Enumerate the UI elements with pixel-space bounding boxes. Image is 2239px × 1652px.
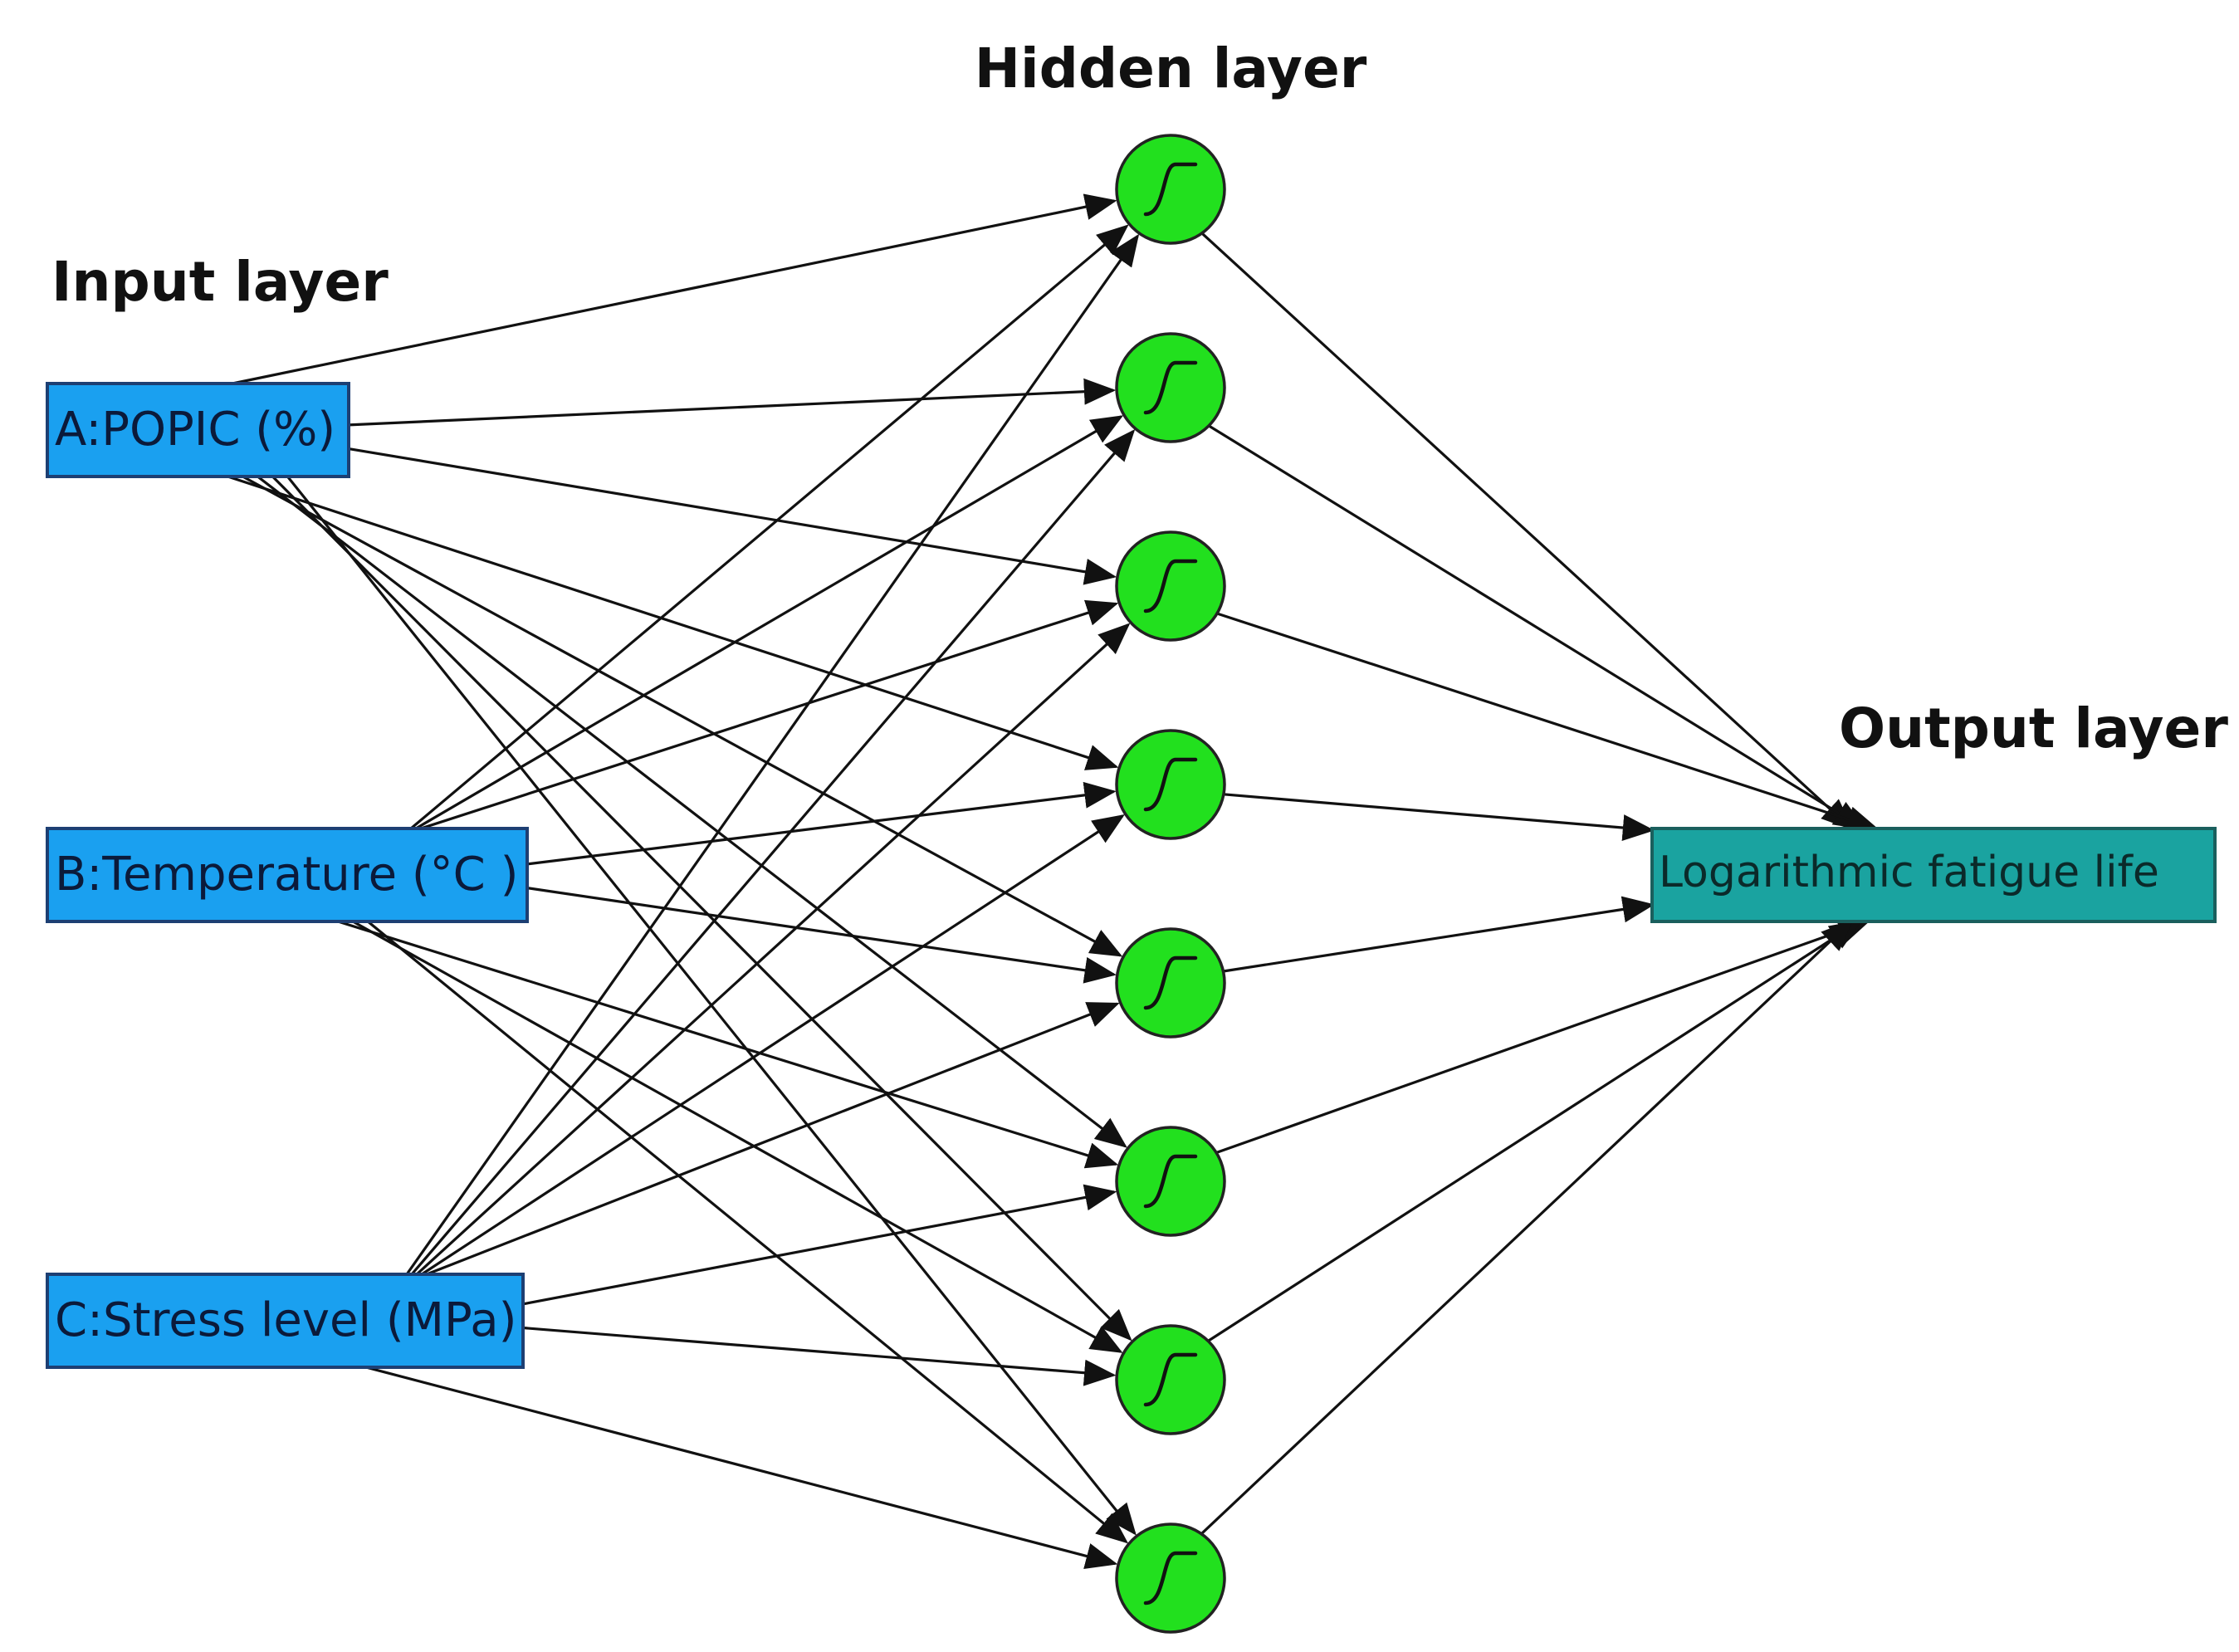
output-node: Logarithmic fatigue life [1650, 827, 2217, 923]
sigmoid-icon [1143, 162, 1198, 217]
hidden-neuron-2 [1115, 332, 1226, 443]
edge-hidden-3-to-output [1216, 612, 1880, 833]
edge-hidden-8-to-output [1200, 919, 1854, 1535]
edge-input-c-to-hidden-3 [415, 623, 1131, 1276]
edge-input-a-to-hidden-4 [227, 475, 1119, 770]
edge-hidden-5-to-output [1223, 896, 1655, 973]
edge-input-a-to-hidden-3 [348, 447, 1117, 585]
edge-hidden-4-to-output [1223, 793, 1655, 842]
sigmoid-icon [1143, 1352, 1198, 1407]
edge-input-a-to-hidden-7 [271, 475, 1132, 1342]
edge-input-b-to-hidden-7 [352, 920, 1123, 1353]
edge-input-b-to-hidden-6 [337, 920, 1119, 1169]
sigmoid-icon [1143, 360, 1198, 415]
hidden-layer [1115, 134, 1226, 1634]
input-node-b-label: B:Temperature (°C ) [55, 848, 518, 902]
sigmoid-icon [1143, 1551, 1198, 1606]
sigmoid-icon [1143, 1154, 1198, 1209]
edge-input-b-to-hidden-4 [526, 781, 1117, 866]
hidden-neuron-6 [1115, 1126, 1226, 1237]
edge-input-b-to-hidden-5 [526, 887, 1117, 984]
edge-input-b-to-hidden-8 [367, 920, 1129, 1544]
input-layer-title: Input layer [51, 250, 389, 314]
connections [227, 193, 1880, 1570]
hidden-neuron-circle [1115, 1324, 1226, 1435]
sigmoid-icon [1143, 757, 1198, 812]
hidden-neuron-5 [1115, 927, 1226, 1039]
hidden-neuron-7 [1115, 1324, 1226, 1435]
hidden-neuron-8 [1115, 1522, 1226, 1634]
input-node-a: A:POPIC (%) [46, 382, 350, 478]
input-node-c-label: C:Stress level (MPa) [55, 1293, 516, 1347]
edge-input-a-to-hidden-6 [257, 475, 1127, 1148]
input-node-b: B:Temperature (°C ) [46, 827, 529, 923]
edge-input-b-to-hidden-2 [415, 415, 1124, 830]
edge-input-c-to-hidden-6 [522, 1184, 1117, 1306]
output-layer-title: Output layer [1839, 696, 2228, 760]
sigmoid-icon [1143, 559, 1198, 613]
output-node-label: Logarithmic fatigue life [1659, 848, 2159, 897]
edge-input-c-to-hidden-7 [522, 1326, 1117, 1386]
hidden-neuron-1 [1115, 134, 1226, 245]
input-node-c: C:Stress level (MPa) [46, 1273, 525, 1369]
edge-input-a-to-hidden-2 [348, 378, 1117, 427]
edge-input-b-to-hidden-1 [409, 224, 1129, 830]
input-node-a-label: A:POPIC (%) [55, 403, 335, 457]
edge-input-c-to-hidden-1 [405, 233, 1140, 1275]
hidden-neuron-circle [1115, 134, 1226, 245]
edge-input-c-to-hidden-4 [421, 814, 1125, 1276]
edge-hidden-1-to-output [1200, 232, 1854, 831]
edge-input-c-to-hidden-5 [426, 1002, 1120, 1276]
hidden-neuron-circle [1115, 530, 1226, 642]
hidden-neuron-circle [1115, 332, 1226, 443]
edge-hidden-6-to-output [1215, 918, 1871, 1155]
edge-input-a-to-hidden-5 [242, 475, 1123, 957]
edge-input-c-to-hidden-8 [365, 1366, 1118, 1570]
hidden-neuron-circle [1115, 729, 1226, 840]
edge-input-a-to-hidden-1 [232, 193, 1117, 385]
hidden-neuron-circle [1115, 1522, 1226, 1634]
hidden-neuron-3 [1115, 530, 1226, 642]
edge-hidden-7-to-output [1207, 920, 1862, 1342]
edge-input-c-to-hidden-2 [410, 428, 1136, 1276]
hidden-neuron-4 [1115, 729, 1226, 840]
edge-input-b-to-hidden-3 [420, 599, 1119, 830]
edge-hidden-2-to-output [1208, 424, 1866, 830]
hidden-neuron-circle [1115, 927, 1226, 1039]
hidden-layer-title: Hidden layer [975, 37, 1367, 100]
hidden-neuron-circle [1115, 1126, 1226, 1237]
sigmoid-icon [1143, 956, 1198, 1010]
